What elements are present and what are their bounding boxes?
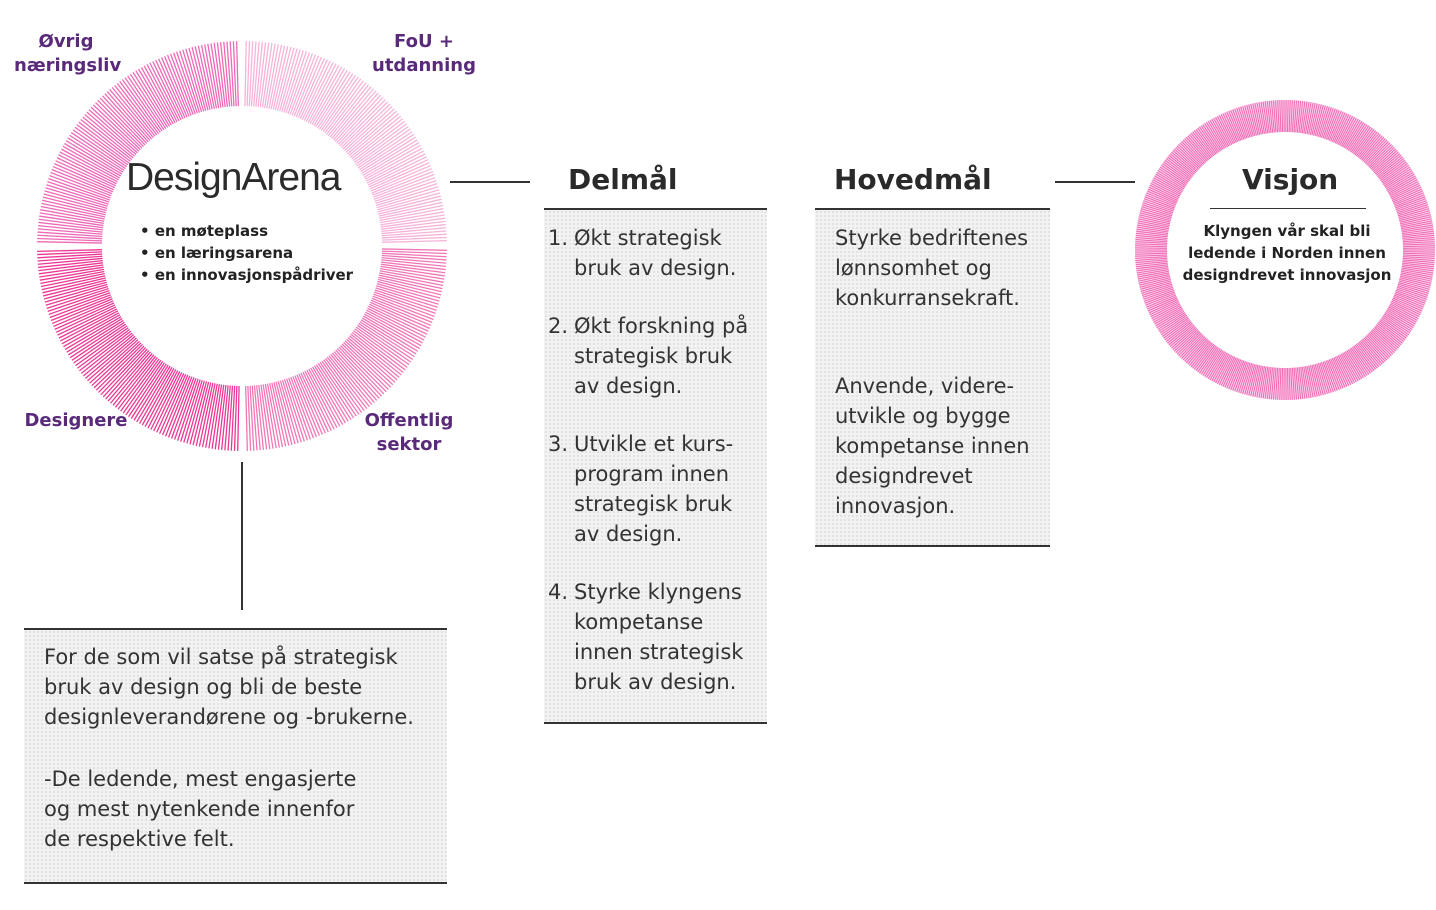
connector-arena-delmal [450,181,530,183]
arena-bullet-list: en møteplass en læringsarena en innovasj… [140,220,353,286]
hovedmal-panel: Styrke bedriftenes lønnsomhet og konkurr… [815,208,1050,547]
visjon-ring [1135,100,1435,400]
segment-offentlig-sektor [245,248,447,451]
hovedmal-text-1: Styrke bedriftenes lønnsomhet og konkurr… [835,226,1029,310]
delmal-item: 3.Utvikle et kurs-program innen strategi… [548,432,734,546]
hovedmal-title: Hovedmål [834,163,992,196]
delmal-panel: 1.Økt strategisk bruk av design. 2.Økt f… [544,208,767,724]
arena-bullet: en innovasjonspådriver [140,264,353,286]
segment-label-fou-utdanning: FoU +utdanning [372,31,476,76]
delmal-title: Delmål [568,163,678,196]
target-group-panel: For de som vil satse på strategisk bruk … [24,628,447,884]
visjon-divider [1210,208,1366,209]
arena-bullet: en læringsarena [140,242,353,264]
delmal-item: 2.Økt forskning på strategisk bruk av de… [548,314,749,398]
segment-designere [37,249,240,451]
segment-fou-utdanning [244,41,447,243]
delmal-item: 4.Styrke klyngens kompetanse innen strat… [548,580,744,694]
segment-ovrig-naeringsliv [37,41,239,244]
connector-hovedmal-visjon [1055,181,1135,183]
design-arena-logo: DesignArena [126,156,341,199]
hovedmal-text-2: Anvende, videre-utvikle og bygge kompeta… [835,374,1030,518]
segment-label-designere: Designere [24,410,128,431]
arena-bullet: en møteplass [140,220,353,242]
target-group-text-1: For de som vil satse på strategisk bruk … [44,645,414,729]
visjon-title: Visjon [1242,163,1339,196]
delmal-list: 1.Økt strategisk bruk av design. 2.Økt f… [548,223,762,725]
connector-arena-target [241,462,243,610]
visjon-text: Klyngen vår skal bli ledende i Norden in… [1182,222,1392,284]
delmal-item: 1.Økt strategisk bruk av design. [548,226,737,280]
target-group-text-2: -De ledende, mest engasjerte og mest nyt… [44,767,357,851]
